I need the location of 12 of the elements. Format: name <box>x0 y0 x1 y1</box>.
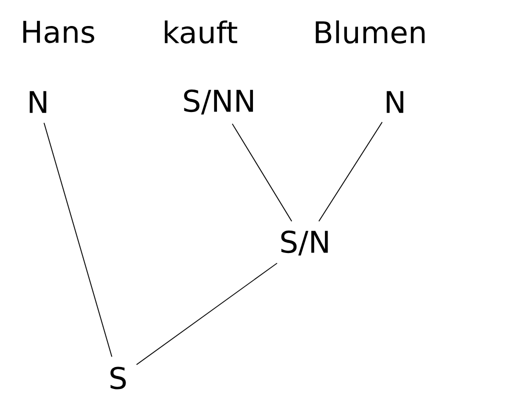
category-label: S/NN <box>184 90 253 114</box>
tree-branch <box>44 122 112 358</box>
word-label: Hans <box>23 20 94 44</box>
category-label: S <box>110 366 126 390</box>
word-label: Blumen <box>316 20 425 44</box>
category-label: N <box>30 91 46 113</box>
tree-branch <box>318 122 383 222</box>
tree-branch <box>232 123 292 222</box>
word-label: kauft <box>164 20 238 44</box>
tree-branch <box>136 262 278 366</box>
category-label: S/N <box>281 230 328 256</box>
category-label: N <box>386 91 404 113</box>
